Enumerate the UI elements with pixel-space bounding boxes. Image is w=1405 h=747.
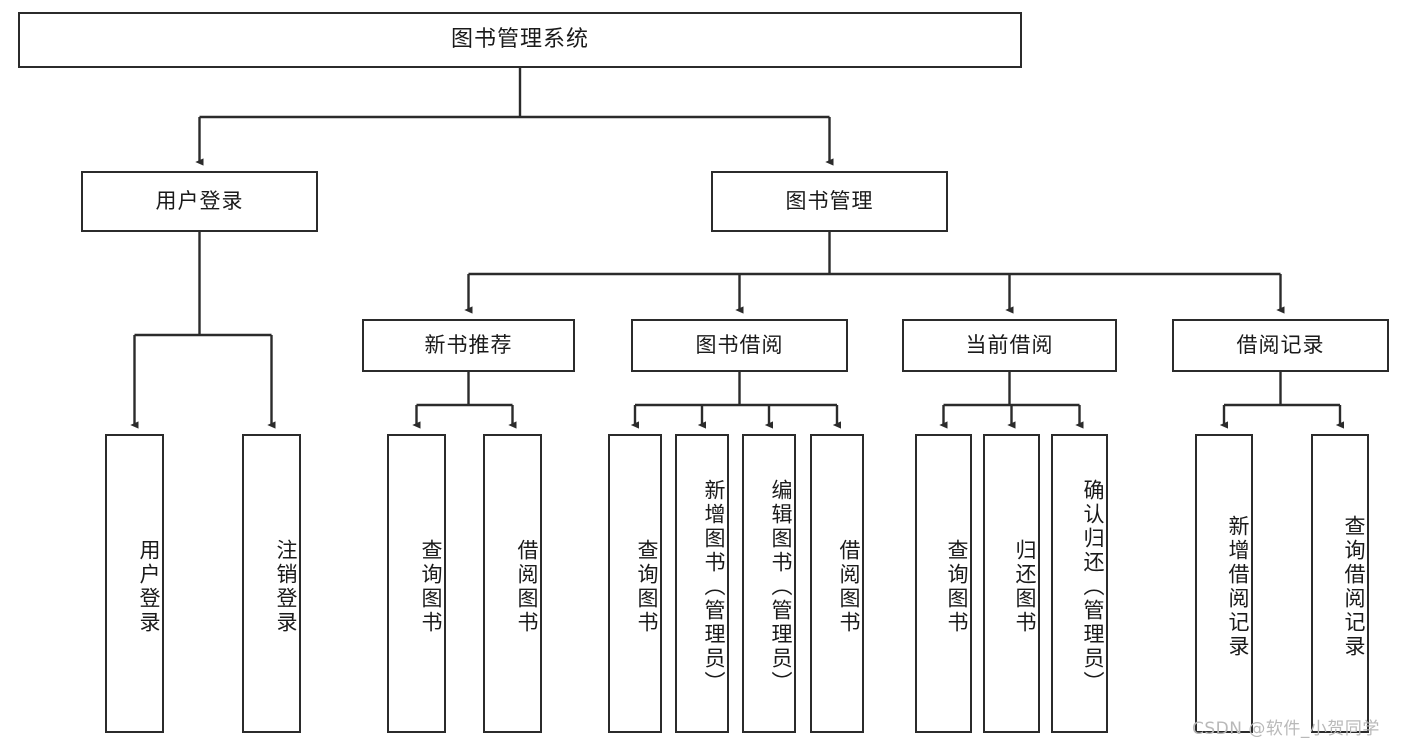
node-leaf-borrow-4[interactable]: 借阅图书 [810,434,864,733]
node-label: 当前借阅 [965,333,1054,358]
node-label: 查询借阅记录 [1342,514,1366,659]
node-label: 查询图书 [635,538,659,635]
node-label: 新增图书（管理员） [702,478,726,695]
node-label: 图书管理系统 [450,27,589,53]
node-leaf-borrow-1[interactable]: 查询图书 [608,434,662,733]
node-label: 查询图书 [945,538,969,635]
node-label: 借阅图书 [837,538,861,635]
node-label: 编辑图书（管理员） [769,478,793,695]
node-leaf-cur-3[interactable]: 确认归还（管理员） [1051,434,1108,733]
node-label: 用户登录 [137,538,161,635]
node-label: 注销登录 [274,538,298,635]
node-leaf-borrow-2[interactable]: 新增图书（管理员） [675,434,729,733]
node-login[interactable]: 用户登录 [81,171,318,232]
node-leaf-login-1[interactable]: 用户登录 [105,434,164,733]
node-label: 图书借阅 [695,333,784,358]
node-borrow[interactable]: 图书借阅 [631,319,848,372]
node-record[interactable]: 借阅记录 [1172,319,1389,372]
csdn-watermark: CSDN @软件_小贺同学 [1192,719,1380,739]
node-leaf-cur-2[interactable]: 归还图书 [983,434,1040,733]
node-leaf-borrow-3[interactable]: 编辑图书（管理员） [742,434,796,733]
node-leaf-new-2[interactable]: 借阅图书 [483,434,542,733]
node-leaf-login-2[interactable]: 注销登录 [242,434,301,733]
node-current[interactable]: 当前借阅 [902,319,1117,372]
node-label: 图书管理 [785,189,874,214]
node-label: 借阅记录 [1236,333,1325,358]
node-label: 确认归还（管理员） [1081,478,1105,695]
node-leaf-rec-1[interactable]: 新增借阅记录 [1195,434,1253,733]
node-label: 归还图书 [1013,538,1037,635]
node-leaf-new-1[interactable]: 查询图书 [387,434,446,733]
node-leaf-cur-1[interactable]: 查询图书 [915,434,972,733]
node-newbook[interactable]: 新书推荐 [362,319,575,372]
node-root[interactable]: 图书管理系统 [18,12,1022,68]
node-label: 查询图书 [419,538,443,635]
node-bookmgr[interactable]: 图书管理 [711,171,948,232]
node-label: 新书推荐 [424,333,513,358]
node-label: 借阅图书 [515,538,539,635]
node-leaf-rec-2[interactable]: 查询借阅记录 [1311,434,1369,733]
node-label: 用户登录 [155,189,244,214]
node-label: 新增借阅记录 [1226,514,1250,659]
